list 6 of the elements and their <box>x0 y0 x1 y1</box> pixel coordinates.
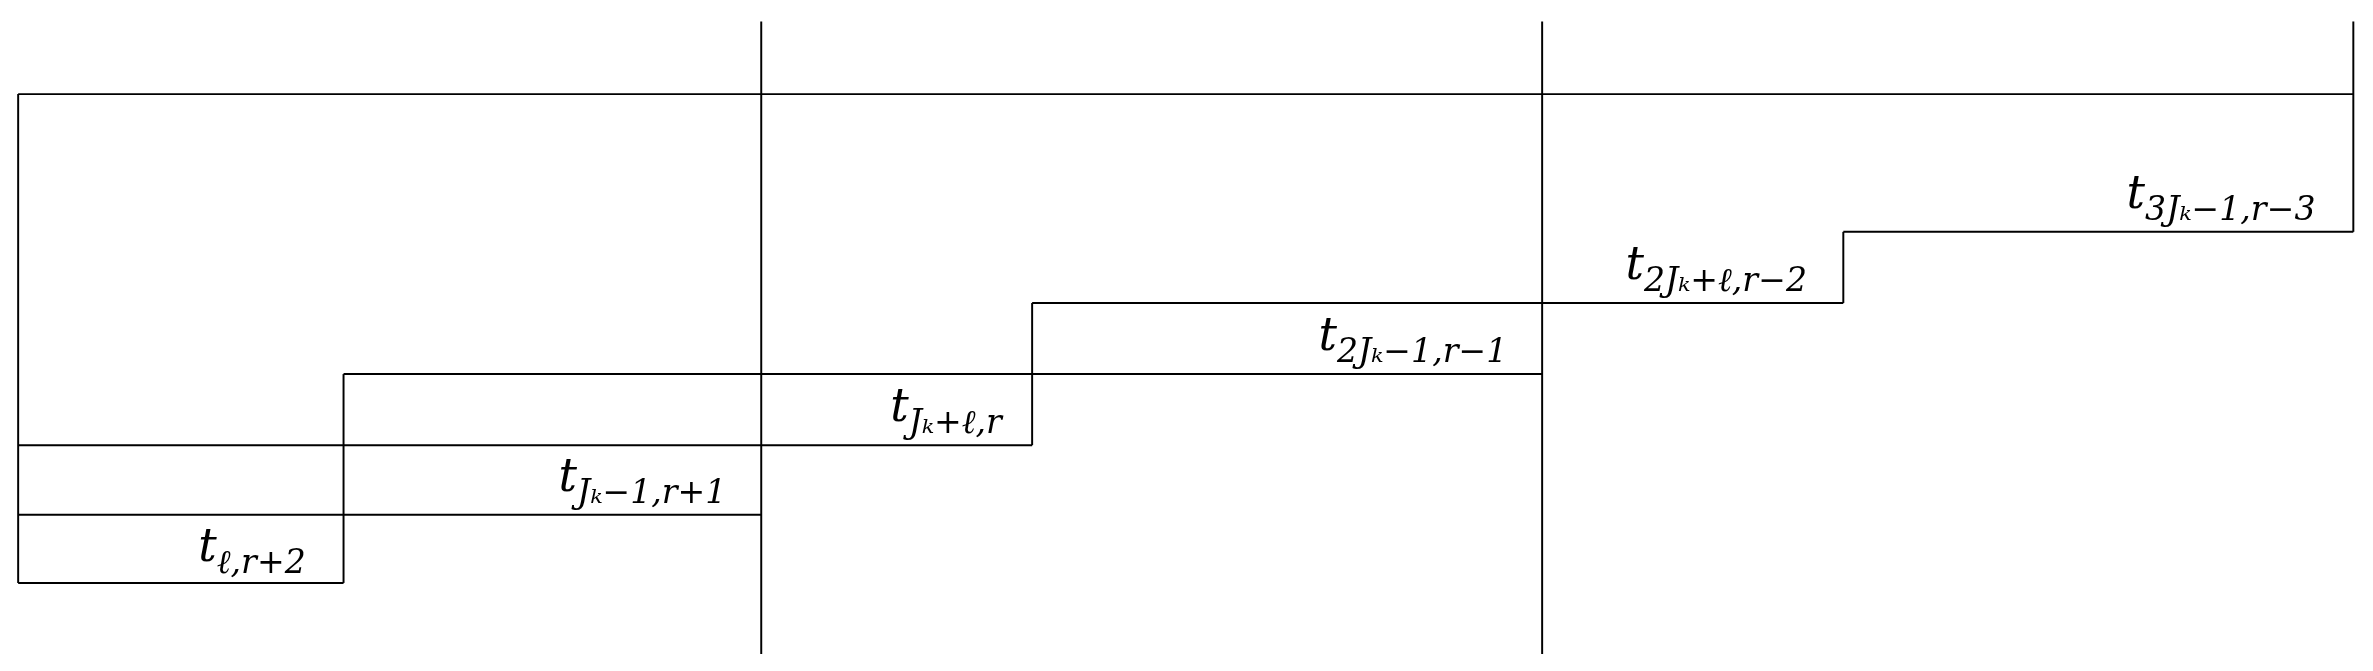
math-label: t$_{Jₖ−1,r+1}$ <box>558 450 727 510</box>
math-label: t$_{2Jₖ+ℓ,r−2}$ <box>1625 238 1807 299</box>
math-label: t$_{Jₖ+ℓ,r}$ <box>890 380 1002 441</box>
math-label: t$_{3Jₖ−1,r−3}$ <box>2126 167 2316 227</box>
math-label: t$_{2Jₖ−1,r−1}$ <box>1318 309 1508 370</box>
math-label: t$_{ℓ,r+2}$ <box>198 519 306 580</box>
